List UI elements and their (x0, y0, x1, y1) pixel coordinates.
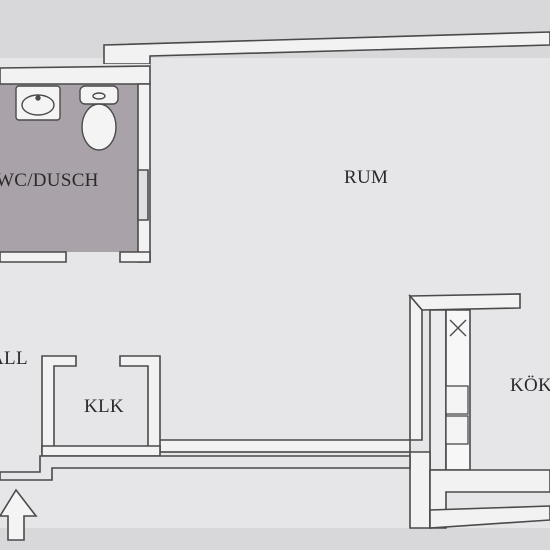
bathroom-walls (0, 65, 151, 263)
room-label-living: RUM (344, 167, 389, 188)
room-label-bathroom: WC/DUSCH (0, 170, 99, 191)
stove-icon (445, 319, 469, 445)
room-label-closet: KLK (84, 396, 124, 417)
room-label-kitchen: KÖK (510, 375, 550, 396)
room-label-hall: HALL (0, 348, 28, 369)
toilet-icon (79, 85, 119, 151)
entrance-arrow-icon (0, 488, 38, 541)
kitchen-walls (408, 293, 550, 529)
hall-closet-walls (0, 355, 411, 481)
sink-icon (15, 85, 61, 121)
